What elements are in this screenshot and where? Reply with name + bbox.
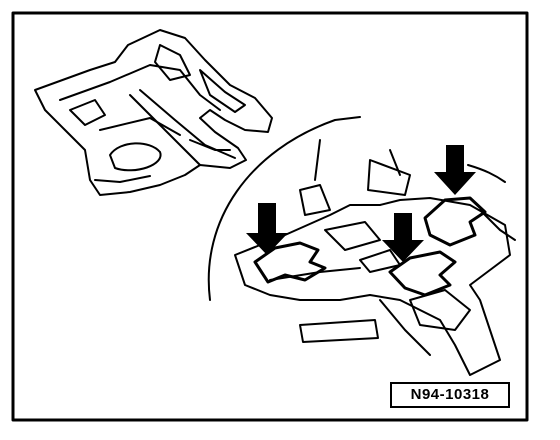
figure-reference-label: N94-10318 <box>390 382 510 408</box>
bracket-right <box>423 196 487 247</box>
arrow-down-left <box>246 203 288 255</box>
bracket-middle <box>388 250 457 297</box>
detail-circle <box>207 116 361 301</box>
vehicle-body-overview <box>34 29 273 196</box>
floor-panel-detail <box>234 139 516 376</box>
bracket-left <box>253 241 327 284</box>
arrow-down-middle <box>382 213 424 262</box>
outer-frame <box>11 11 529 422</box>
arrow-down-right <box>434 145 476 195</box>
